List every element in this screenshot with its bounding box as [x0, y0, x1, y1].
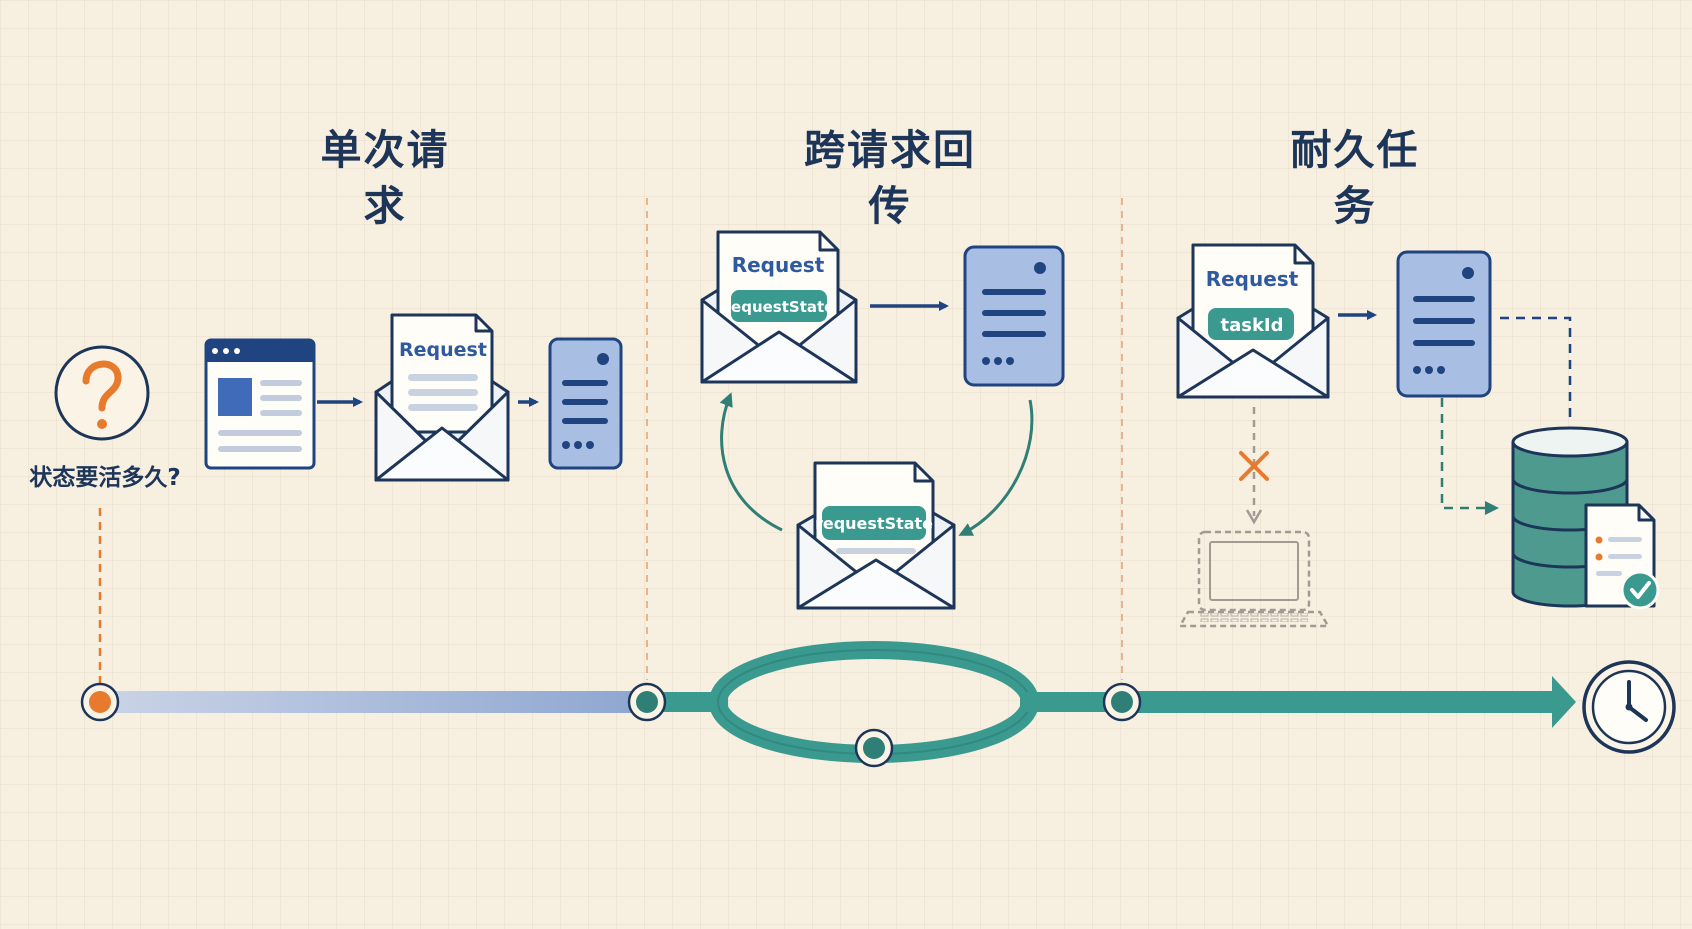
document-check-icon — [1584, 503, 1660, 610]
browser-window-icon — [204, 338, 316, 470]
envelope-icon — [374, 313, 510, 482]
return-arrow — [958, 399, 1034, 536]
timeline-node-dot — [636, 691, 658, 713]
timeline-arrowhead — [1552, 676, 1576, 728]
section-title-durable-task: 耐久任务 — [1290, 126, 1420, 230]
question-label: 状态要活多久? — [29, 465, 181, 491]
laptop-icon — [1178, 530, 1330, 628]
server-icon — [548, 337, 623, 470]
timeline-short-lived-bar — [108, 691, 646, 713]
server-icon — [1396, 250, 1492, 398]
clock-icon — [1582, 660, 1676, 754]
timeline-durable-bar — [1122, 691, 1556, 713]
envelope-icon — [700, 230, 858, 384]
client-arrowhead — [1245, 509, 1263, 525]
roundtrip-top-envelope-heading: Request — [732, 253, 825, 277]
roundtrip-top-envelope-tag: requestState — [724, 298, 835, 316]
durable-envelope-tag: taskId — [1220, 315, 1283, 336]
section-title-cross-request: 跨请求回传 — [804, 126, 976, 230]
server-to-storage-connector — [1440, 398, 1499, 515]
durable-envelope-heading: Request — [1206, 267, 1299, 291]
single-envelope-heading: Request — [399, 339, 487, 361]
envelope-icon — [1176, 243, 1330, 399]
roundtrip-bottom-envelope-tag: requestState — [815, 514, 933, 533]
envelope-icon — [796, 461, 956, 610]
question-icon — [54, 345, 150, 441]
timeline-node-dot — [1111, 691, 1133, 713]
timeline-node-start-dot — [89, 691, 111, 713]
resend-arrow — [719, 392, 783, 532]
section-title-single-request: 单次请求 — [320, 126, 450, 230]
server-to-database-connector — [1500, 316, 1572, 420]
cross-icon — [1239, 451, 1269, 481]
timeline-segment — [1020, 692, 1124, 712]
timeline-segment — [646, 692, 728, 712]
server-icon — [963, 245, 1065, 387]
timeline-node-dot — [863, 737, 885, 759]
